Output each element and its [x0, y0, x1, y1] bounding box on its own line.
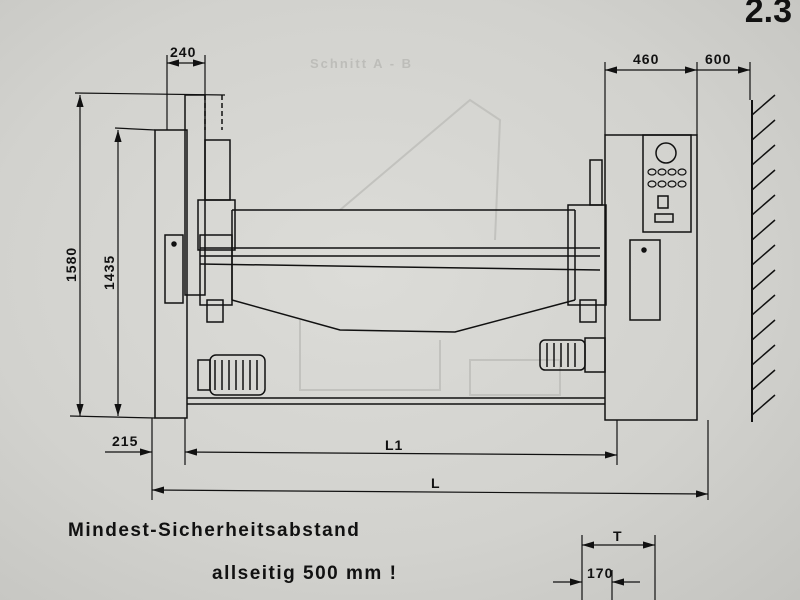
dim-460: 460	[633, 51, 659, 67]
roll-assembly	[199, 209, 601, 333]
ghost-section-label: Schnitt A - B	[310, 56, 413, 71]
base-bars	[187, 397, 605, 405]
dim-215: 215	[112, 433, 138, 449]
section-number: 2.3	[744, 0, 792, 30]
right-motor	[539, 337, 606, 373]
wall-hatching	[751, 94, 776, 422]
dim-240: 240	[170, 44, 196, 60]
dim-L1: L1	[385, 437, 403, 453]
dim-1435: 1435	[101, 255, 117, 290]
left-motor	[197, 354, 266, 396]
ghost-section-drawing	[299, 98, 561, 396]
safety-note-line2: allseitig 500 mm !	[212, 563, 398, 584]
dim-1580: 1580	[63, 247, 79, 282]
dimension-lines	[69, 55, 751, 600]
control-panel	[642, 134, 692, 233]
right-frame	[567, 134, 698, 421]
dim-600: 600	[705, 51, 731, 67]
dim-T: T	[613, 528, 623, 544]
dim-L: L	[431, 475, 441, 491]
dim-170: 170	[587, 565, 613, 581]
safety-note-line1: Mindest-Sicherheitsabstand	[68, 520, 361, 541]
